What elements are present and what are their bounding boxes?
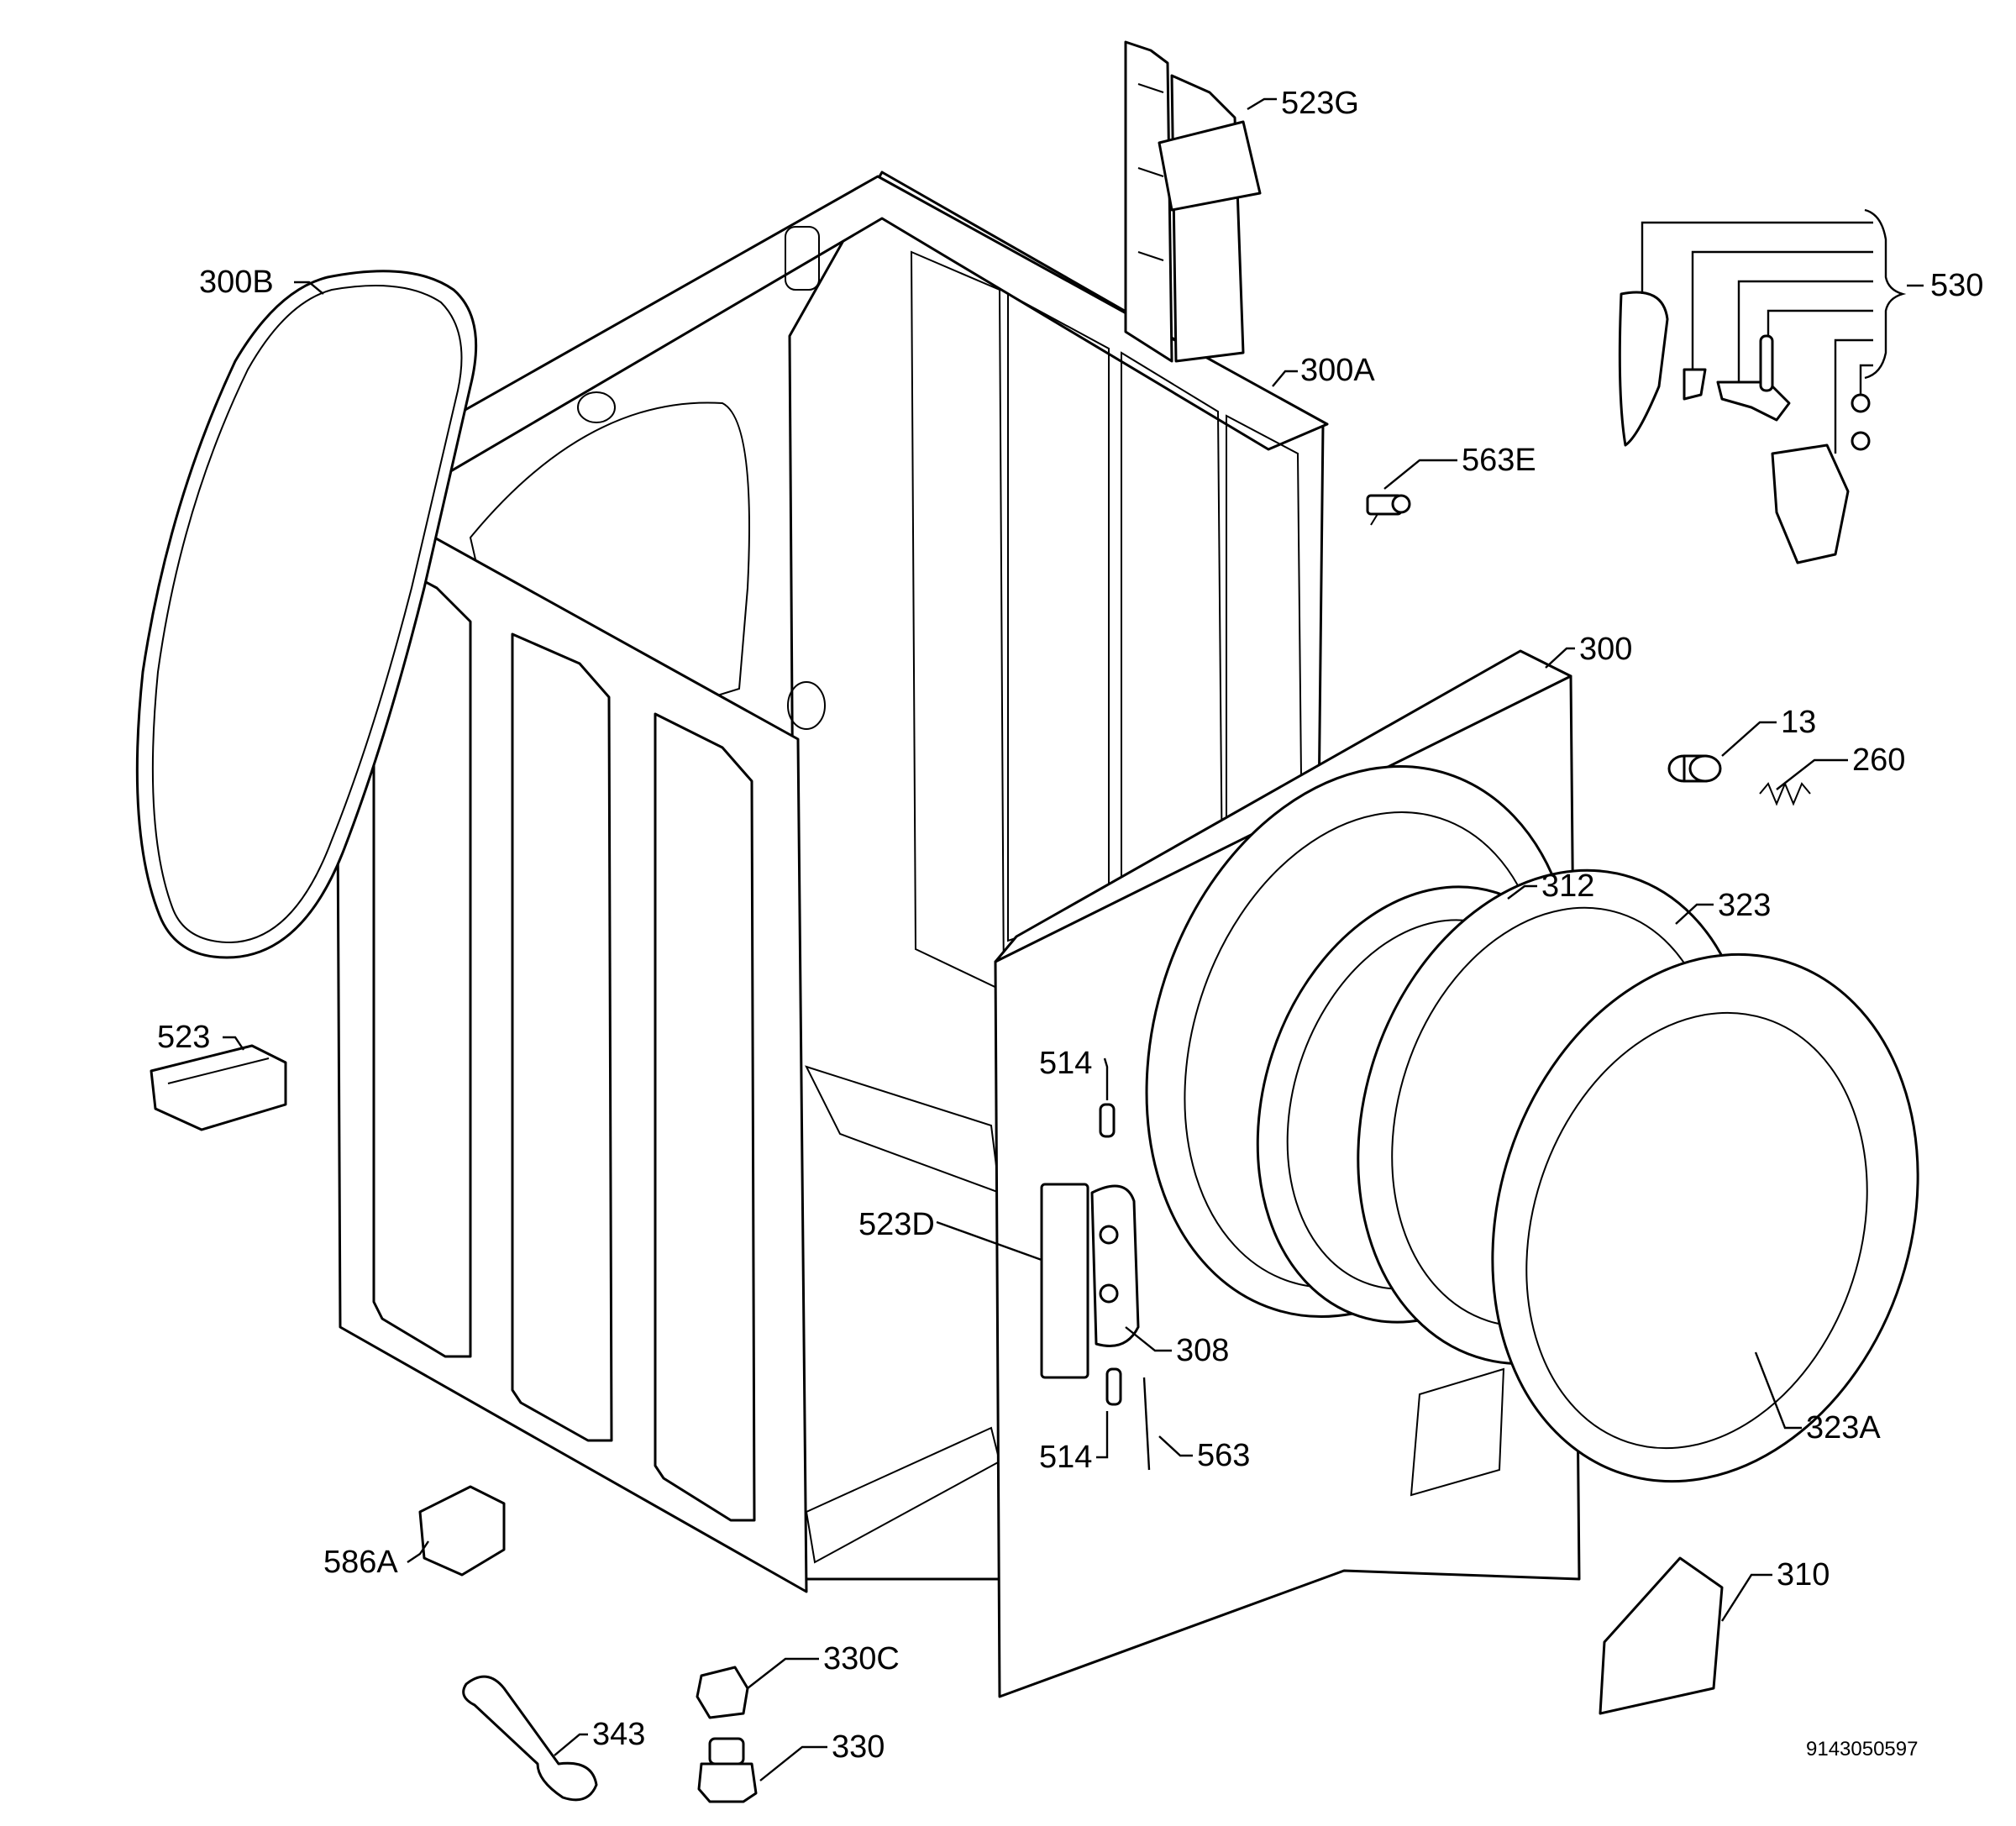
part-563e-clip <box>1366 494 1411 526</box>
label-330: 330 <box>832 1729 885 1765</box>
part-13-bushing <box>1667 754 1722 783</box>
label-323: 323 <box>1718 888 1771 923</box>
label-323a: 323A <box>1806 1410 1881 1446</box>
label-523g: 523G <box>1281 86 1359 121</box>
part-labels: 523G 530 300B 300A 563E 300 13 260 312 3… <box>157 86 1983 1765</box>
part-523g-bracket <box>1124 40 1262 363</box>
cabinet-housing <box>334 171 1329 1593</box>
part-530-hinge-assembly <box>1618 208 1907 564</box>
label-310: 310 <box>1777 1557 1830 1593</box>
part-330-valve <box>697 1737 758 1803</box>
part-563-rod <box>1142 1377 1151 1471</box>
label-343: 343 <box>592 1717 645 1752</box>
label-586a: 586A <box>323 1545 398 1580</box>
part-310-cover <box>1599 1556 1724 1715</box>
label-563e: 563E <box>1462 443 1536 478</box>
label-514-top: 514 <box>1039 1046 1092 1081</box>
label-300b: 300B <box>199 265 274 300</box>
label-260: 260 <box>1852 742 1905 778</box>
label-530: 530 <box>1930 268 1983 303</box>
label-300: 300 <box>1579 632 1632 667</box>
label-523d: 523D <box>858 1207 935 1242</box>
label-523: 523 <box>157 1020 210 1055</box>
part-323a-outer-ring <box>1491 952 1919 1483</box>
part-586a-block <box>418 1485 506 1577</box>
label-514-bottom: 514 <box>1039 1440 1092 1475</box>
part-260-spring <box>1759 781 1811 806</box>
part-343-wrench <box>462 1675 598 1802</box>
part-514-pin-top <box>1099 1103 1116 1138</box>
label-13: 13 <box>1781 705 1816 740</box>
part-330c-cap <box>696 1666 749 1719</box>
label-312: 312 <box>1541 868 1594 904</box>
label-330c: 330C <box>823 1641 900 1676</box>
label-308: 308 <box>1176 1333 1229 1368</box>
label-563: 563 <box>1197 1438 1250 1473</box>
leader-lines <box>223 97 1924 1781</box>
diagram-number: 9143050597 <box>1806 1738 1918 1760</box>
part-523d-lock <box>1040 1183 1140 1379</box>
part-300b-seal <box>135 270 478 959</box>
part-523-clip <box>150 1044 287 1131</box>
label-300a: 300A <box>1300 353 1375 388</box>
part-514-pin-bottom <box>1105 1367 1122 1406</box>
